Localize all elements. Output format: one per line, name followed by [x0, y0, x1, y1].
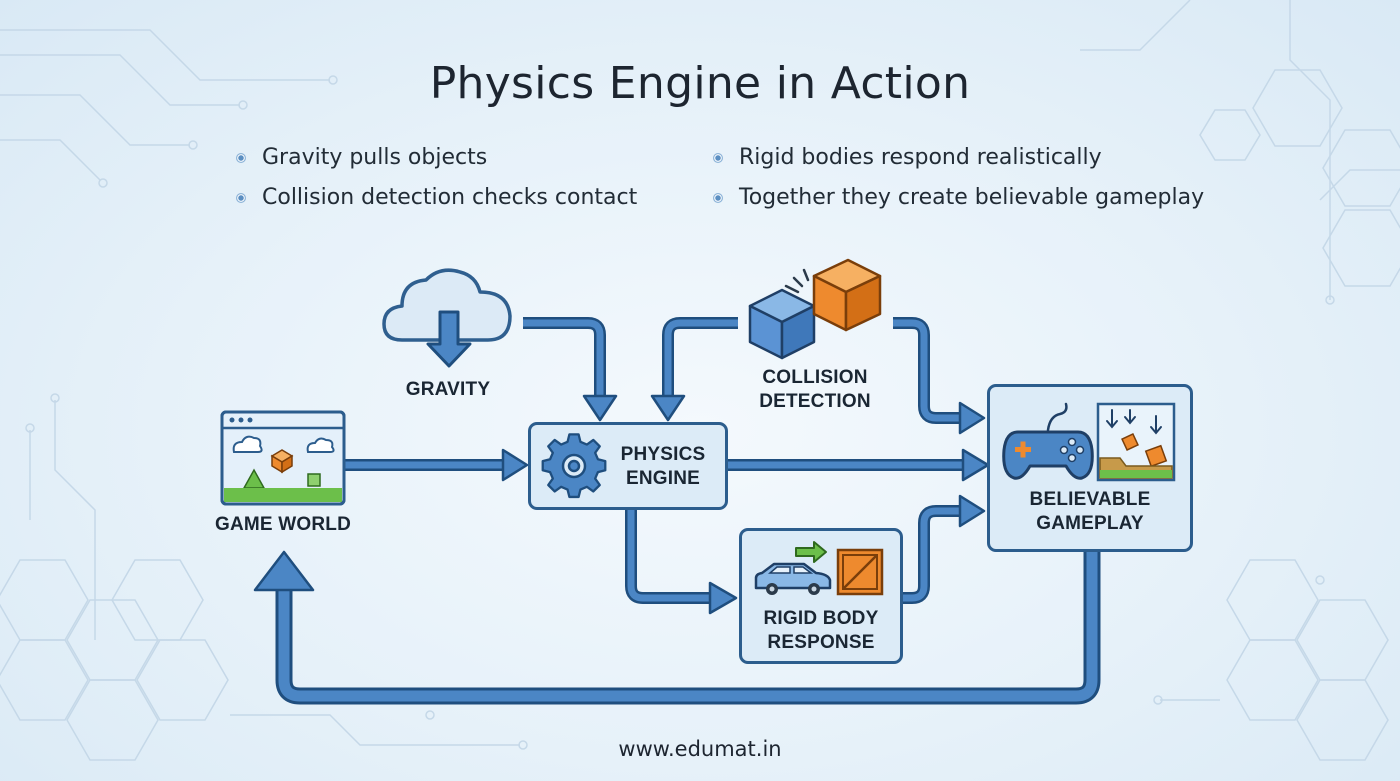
arrow-gravity-to-physics: [523, 317, 606, 398]
collision-label-line2: DETECTION: [759, 391, 871, 412]
collision-label-line1: COLLISION: [762, 367, 868, 388]
gravity-label: GRAVITY: [405, 379, 491, 400]
falling-blocks-scene-icon: [1096, 402, 1176, 482]
bullet-dot-icon: [236, 152, 246, 163]
rigid-label-line1: RIGID BODY: [763, 608, 879, 629]
cloud-gravity-icon: [382, 268, 512, 368]
bullet-item: Gravity pulls objects: [236, 145, 487, 170]
gear-icon: [541, 433, 607, 499]
bullet-dot-icon: [713, 152, 723, 163]
page-title: Physics Engine in Action: [429, 58, 971, 109]
gameplay-label-line1: BELIEVABLE: [1029, 489, 1151, 510]
game-world-window-icon: [220, 410, 346, 506]
bullet-text: Together they create believable gameplay: [739, 185, 1205, 210]
rigid-label-line2: RESPONSE: [767, 632, 875, 653]
arrow-collision-to-physics: [662, 317, 738, 398]
car-and-crate-icon: [754, 541, 884, 596]
bullet-dot-icon: [713, 192, 723, 203]
bullet-item: Together they create believable gameplay: [713, 185, 1204, 210]
arrow-gameplay-to-world: [275, 552, 1101, 705]
bullet-text: Collision detection checks contact: [262, 185, 638, 210]
bullet-text: Gravity pulls objects: [262, 145, 488, 170]
bullet-item: Collision detection checks contact: [236, 185, 637, 210]
gameplay-label-line2: GAMEPLAY: [1036, 513, 1144, 534]
bullet-dot-icon: [236, 192, 246, 203]
arrow-rigid-to-gameplay: [903, 505, 962, 604]
bullet-item: Rigid bodies respond realistically: [713, 145, 1102, 170]
colliding-cubes-icon: [748, 258, 882, 360]
arrow-physics-to-rigid: [625, 510, 712, 604]
game-world-label: GAME WORLD: [214, 514, 352, 535]
gamepad-icon: [1002, 402, 1094, 480]
footer-url: www.edumat.in: [618, 737, 782, 761]
physics-label-line1: PHYSICS: [620, 444, 706, 465]
bullet-text: Rigid bodies respond realistically: [739, 145, 1102, 170]
physics-label-line2: ENGINE: [625, 468, 701, 489]
